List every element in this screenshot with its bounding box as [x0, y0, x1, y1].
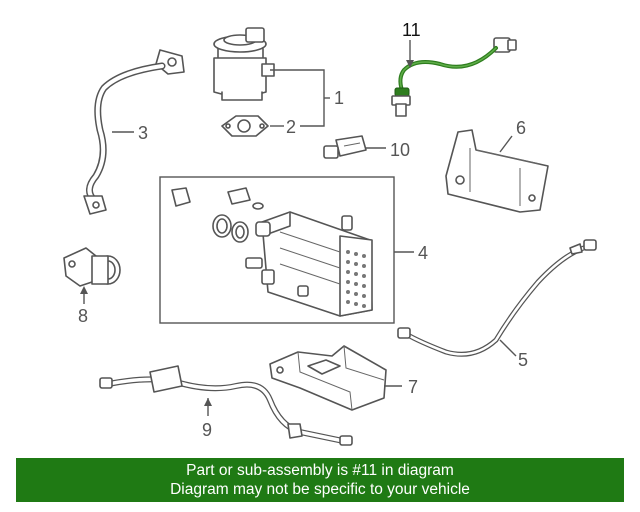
parts-diagram: 1 2 3 11 10 6: [63, 20, 597, 446]
part-10-sensor[interactable]: [323, 135, 367, 159]
part-4-vapor-canister[interactable]: [171, 187, 373, 317]
callout-2: 2: [286, 117, 296, 137]
part-6-bracket[interactable]: [445, 129, 549, 213]
part-5-vapor-tube[interactable]: [397, 239, 597, 357]
callout-3: 3: [138, 123, 148, 143]
part-9-fuel-line[interactable]: [99, 365, 353, 446]
canister-vent-grid: [346, 250, 366, 308]
callout-5: 5: [518, 350, 528, 370]
callout-8: 8: [78, 306, 88, 326]
callout-4: 4: [418, 243, 428, 263]
callout-11: 11: [402, 20, 421, 40]
info-banner: Part or sub-assembly is #11 in diagram D…: [16, 458, 624, 502]
part-1-egr-valve[interactable]: [213, 27, 275, 101]
callout-9: 9: [202, 420, 212, 440]
callout-6: 6: [516, 118, 526, 138]
callout-10: 10: [390, 140, 410, 160]
part-11-oxygen-sensor[interactable]: [391, 37, 517, 117]
part-8-connector[interactable]: [63, 247, 121, 287]
callout-7: 7: [408, 377, 418, 397]
part-2-gasket[interactable]: [221, 115, 269, 137]
part-7-shield[interactable]: [269, 345, 387, 411]
banner-line-2: Diagram may not be specific to your vehi…: [170, 481, 470, 498]
part-3-egr-pipe[interactable]: [83, 49, 185, 215]
banner-line-1: Part or sub-assembly is #11 in diagram: [186, 462, 454, 479]
callout-1: 1: [334, 88, 344, 108]
